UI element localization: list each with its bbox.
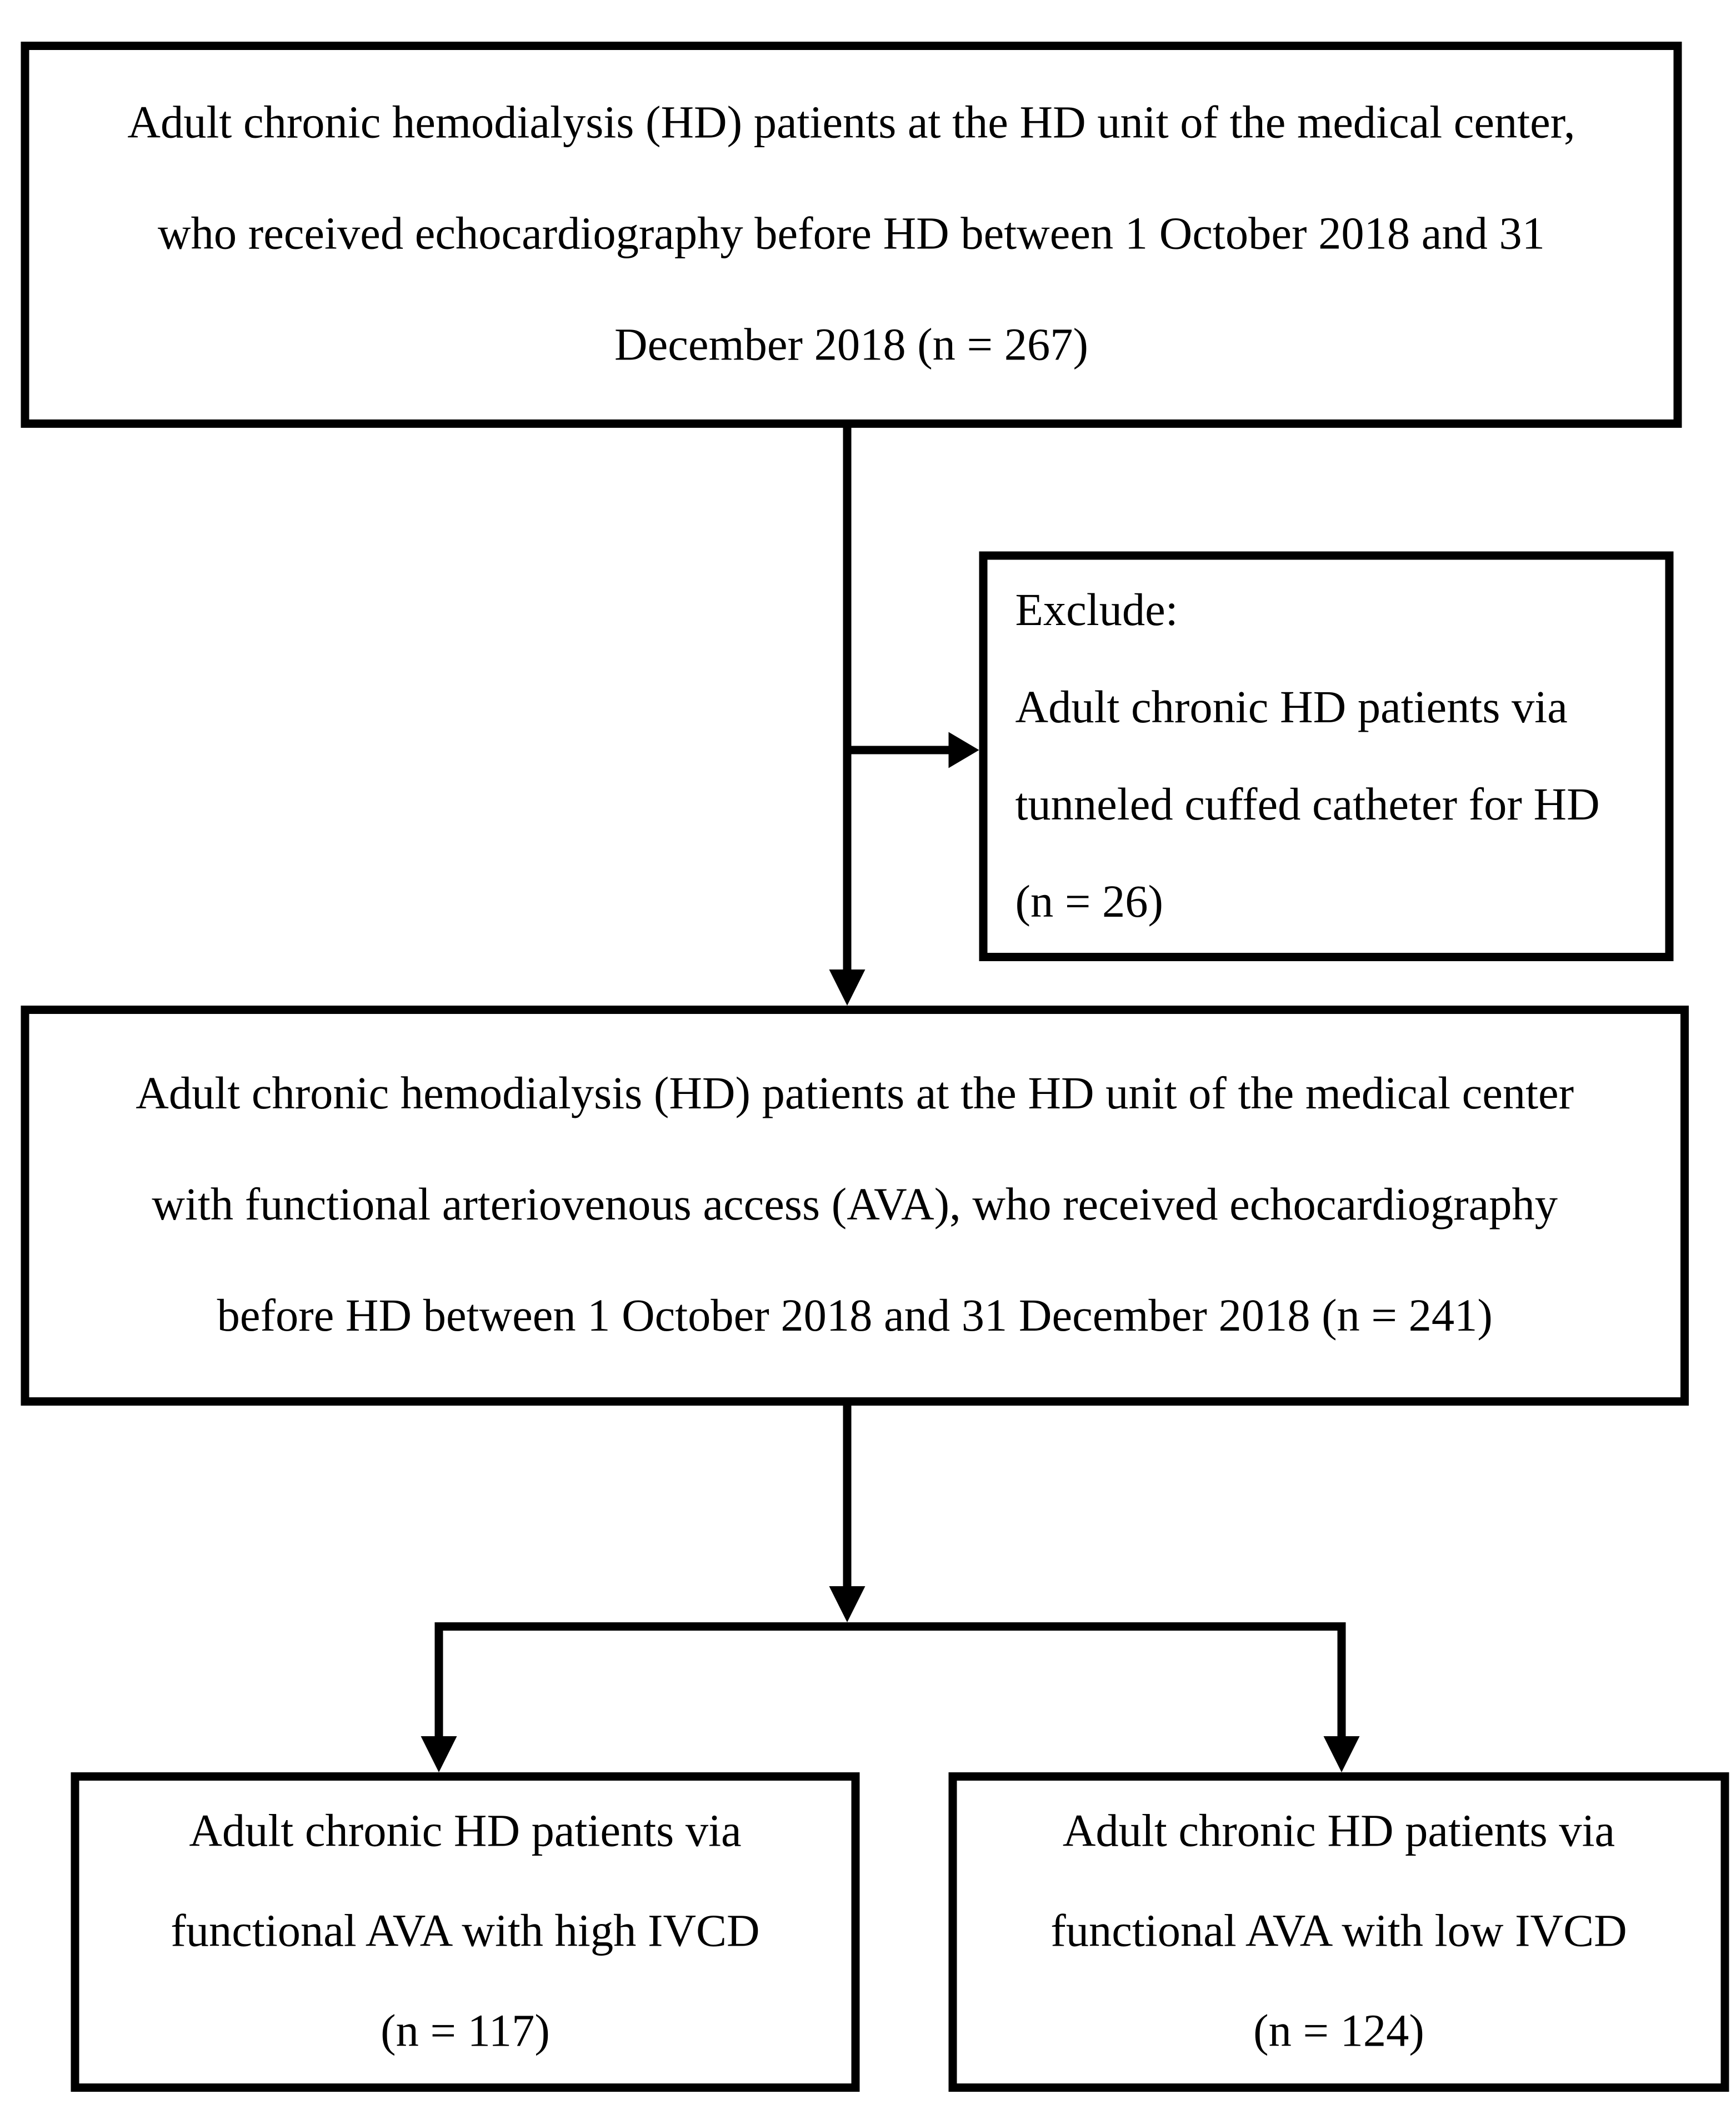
box-initial-cohort: Adult chronic hemodialysis (HD) patients… — [21, 42, 1682, 428]
box-exclude: Exclude: Adult chronic HD patients via t… — [979, 551, 1674, 961]
arrowhead-into-eligible-icon — [829, 969, 866, 1006]
box-low-ivcd-line-3: (n = 124) — [1253, 2007, 1424, 2057]
box-initial-cohort-line-2: who received echocardiography before HD … — [158, 209, 1545, 260]
box-exclude-line-1: Exclude: — [1015, 585, 1178, 636]
connector-split-bar — [434, 1622, 1346, 1631]
arrowhead-into-low-ivcd-icon — [1323, 1736, 1360, 1772]
arrowhead-into-split-icon — [829, 1586, 866, 1622]
box-high-ivcd-line-1: Adult chronic HD patients via — [189, 1807, 742, 1857]
arrowhead-into-high-ivcd-icon — [421, 1736, 457, 1772]
box-low-ivcd-line-1: Adult chronic HD patients via — [1062, 1807, 1615, 1857]
box-exclude-line-4: (n = 26) — [1015, 877, 1163, 927]
box-initial-cohort-line-3: December 2018 (n = 267) — [614, 321, 1088, 371]
connector-initial-to-eligible — [843, 428, 852, 972]
box-low-ivcd: Adult chronic HD patients via functional… — [948, 1772, 1729, 2092]
box-eligible-cohort: Adult chronic hemodialysis (HD) patients… — [21, 1006, 1689, 1406]
box-eligible-cohort-line-2: with functional arteriovenous access (AV… — [152, 1181, 1558, 1231]
connector-split-to-high-ivcd — [434, 1622, 443, 1736]
box-exclude-line-3: tunneled cuffed catheter for HD — [1015, 779, 1600, 830]
box-initial-cohort-line-1: Adult chronic hemodialysis (HD) patients… — [127, 98, 1575, 149]
connector-branch-to-exclude — [847, 746, 952, 754]
box-eligible-cohort-line-3: before HD between 1 October 2018 and 31 … — [217, 1292, 1493, 1342]
box-high-ivcd: Adult chronic HD patients via functional… — [71, 1772, 860, 2092]
box-low-ivcd-line-2: functional AVA with low IVCD — [1050, 1907, 1627, 1957]
box-exclude-line-2: Adult chronic HD patients via — [1015, 682, 1568, 733]
connector-split-to-low-ivcd — [1337, 1622, 1346, 1736]
connector-eligible-to-split — [843, 1406, 852, 1592]
box-high-ivcd-line-2: functional AVA with high IVCD — [171, 1907, 760, 1957]
box-eligible-cohort-line-1: Adult chronic hemodialysis (HD) patients… — [136, 1070, 1574, 1120]
arrowhead-into-exclude-icon — [948, 732, 979, 768]
box-high-ivcd-line-3: (n = 117) — [381, 2007, 550, 2057]
